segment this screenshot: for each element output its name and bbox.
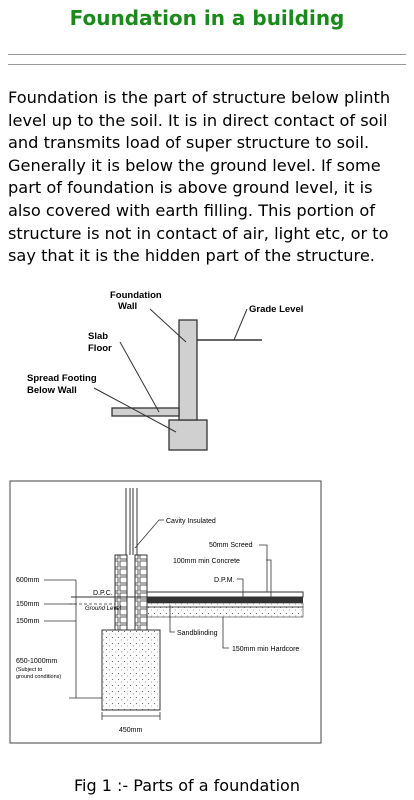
label-150mm-b: 150mm <box>16 618 40 625</box>
divider-top <box>8 54 406 55</box>
label-hardcore: 150mm min Hardcore <box>232 646 299 653</box>
label-150mm-a: 150mm <box>16 601 40 608</box>
label-cavity: Cavity Insulated <box>166 518 216 525</box>
label-600mm: 600mm <box>16 577 40 584</box>
figure-caption: Fig 1 :- Parts of a foundation <box>74 776 300 795</box>
outer-brick-wall <box>114 554 128 631</box>
label-450mm: 450mm <box>119 727 143 734</box>
hardcore-layer <box>146 606 304 618</box>
leader-slab <box>119 341 160 413</box>
leader-footing <box>93 387 177 433</box>
label-foundation-wall-2: Wall <box>118 301 137 312</box>
label-subject-1: (Subject to <box>16 667 42 673</box>
label-sandblinding: Sandblinding <box>177 630 218 637</box>
slab-floor <box>111 407 180 417</box>
label-concrete: 100mm min Concrete <box>173 558 240 565</box>
concrete-footing <box>101 629 161 711</box>
leader-grade <box>233 308 248 341</box>
label-spread-1: Spread Footing <box>27 373 97 384</box>
foundation-detail-diagram: Cavity Insulated 50mm Screed 100mm min C… <box>9 480 322 744</box>
label-dpm: D.P.M. <box>214 577 235 584</box>
spread-footing <box>168 419 208 451</box>
label-subject-2: ground conditions) <box>16 674 61 680</box>
foundation-diagram: Foundation Wall Grade Level Slab Floor S… <box>27 290 303 451</box>
label-spread-2: Below Wall <box>27 385 77 396</box>
screed-layer <box>146 591 304 598</box>
inner-brick-wall <box>134 554 148 631</box>
foundation-wall <box>178 319 198 421</box>
label-grade-level: Grade Level <box>249 304 303 315</box>
label-650-1000mm: 650-1000mm <box>16 658 57 665</box>
label-ground-level: Ground Level <box>85 606 122 612</box>
label-screed: 50mm Screed <box>209 542 253 549</box>
label-foundation-wall-1: Foundation <box>110 290 162 301</box>
divider-bottom <box>8 64 406 65</box>
page-title: Foundation in a building <box>69 6 345 30</box>
label-slab-2: Floor <box>88 343 112 354</box>
leader-wall <box>149 308 187 343</box>
label-slab-1: Slab <box>88 331 108 342</box>
label-dpc: D.P.C. <box>93 590 113 597</box>
body-paragraph: Foundation is the part of structure belo… <box>8 88 391 266</box>
concrete-slab <box>147 597 303 603</box>
